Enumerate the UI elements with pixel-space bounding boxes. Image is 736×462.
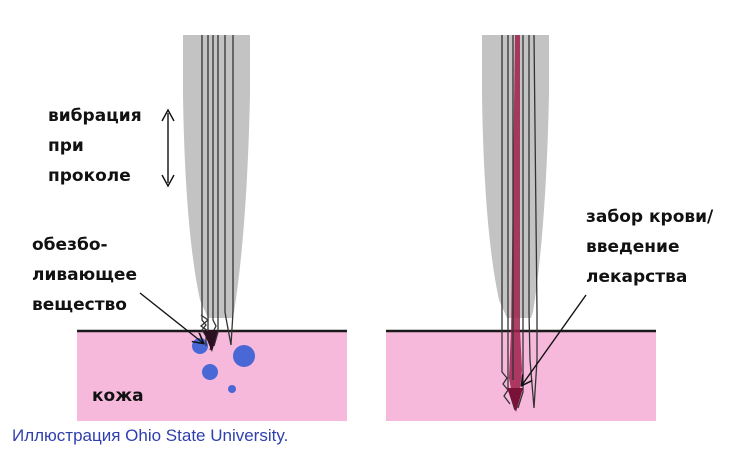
needle-tip-right (507, 388, 523, 412)
needle-tip-serration-left (199, 314, 210, 332)
anesthetic-dot (228, 385, 236, 393)
anesthetic-dot (233, 345, 255, 367)
blood-channel (509, 35, 522, 405)
label-blood-line1: забор крови/ (586, 207, 714, 227)
label-vibration-line1: вибрация (48, 106, 142, 126)
needle-sheath-left (183, 35, 250, 318)
vibration-arrow (161, 108, 175, 188)
needle-tip-left (203, 330, 218, 352)
label-skin: кожа (92, 386, 144, 406)
anesthetic-dot (202, 364, 218, 380)
label-anesthetic-line1: обезбо- (32, 235, 108, 255)
label-anesthetic-line3: вещество (32, 295, 127, 315)
label-anesthetic-line2: ливающее (32, 265, 137, 285)
image-credit: Иллюстрация Ohio State University. (12, 426, 289, 445)
label-blood-line3: лекарства (586, 267, 688, 287)
label-blood-line2: введение (586, 237, 680, 257)
left-panel (77, 35, 347, 421)
right-panel (386, 34, 656, 421)
blood-pointer-arrow (522, 294, 587, 385)
anesthetic-pointer-arrow (139, 292, 203, 343)
label-vibration-line2: при (48, 136, 84, 156)
label-vibration-line3: проколе (48, 166, 131, 186)
